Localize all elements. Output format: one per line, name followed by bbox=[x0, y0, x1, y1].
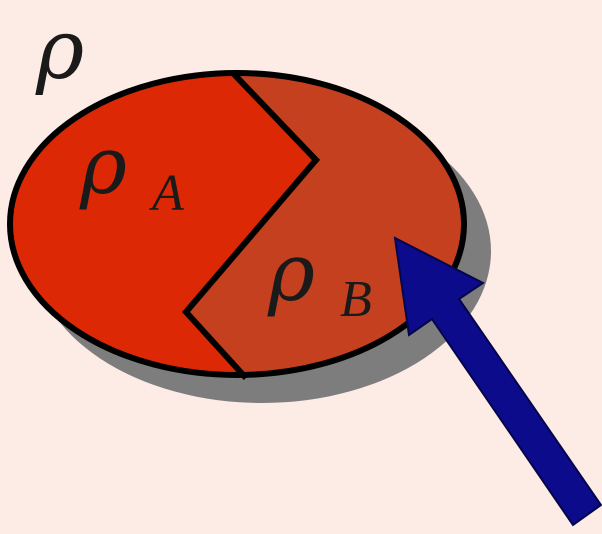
label-subscript-a: A bbox=[149, 165, 184, 222]
label-rho-b: ρ bbox=[267, 226, 315, 319]
label-rho-a: ρ bbox=[79, 119, 127, 212]
ellipse-outline bbox=[7, 70, 467, 378]
label-subscript-b: B bbox=[340, 271, 372, 328]
partition-line bbox=[182, 69, 321, 381]
label-rho-whole: ρ bbox=[35, 3, 84, 98]
arrow-icon bbox=[393, 236, 602, 527]
region-b bbox=[186, 73, 464, 375]
